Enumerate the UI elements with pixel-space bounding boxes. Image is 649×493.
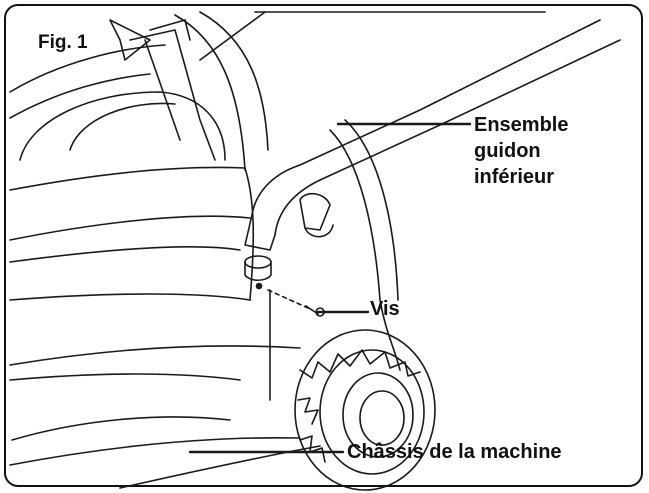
wheel [294, 329, 436, 491]
grass-bag [19, 19, 226, 161]
callout-chassis: Châssis de la machine [347, 441, 562, 463]
callout-handle-line1: Ensemble [474, 114, 569, 136]
mounting-bracket [244, 255, 325, 401]
callout-screw: Vis [370, 298, 400, 320]
handle-assembly [174, 11, 621, 371]
callout-handle-line2: guidon [474, 140, 541, 162]
mower-deck [9, 44, 321, 489]
callout-handle-line3: inférieur [474, 166, 555, 188]
figure-frame [4, 4, 643, 487]
figure-title: Fig. 1 [38, 32, 88, 53]
leader-lines [188, 122, 472, 454]
